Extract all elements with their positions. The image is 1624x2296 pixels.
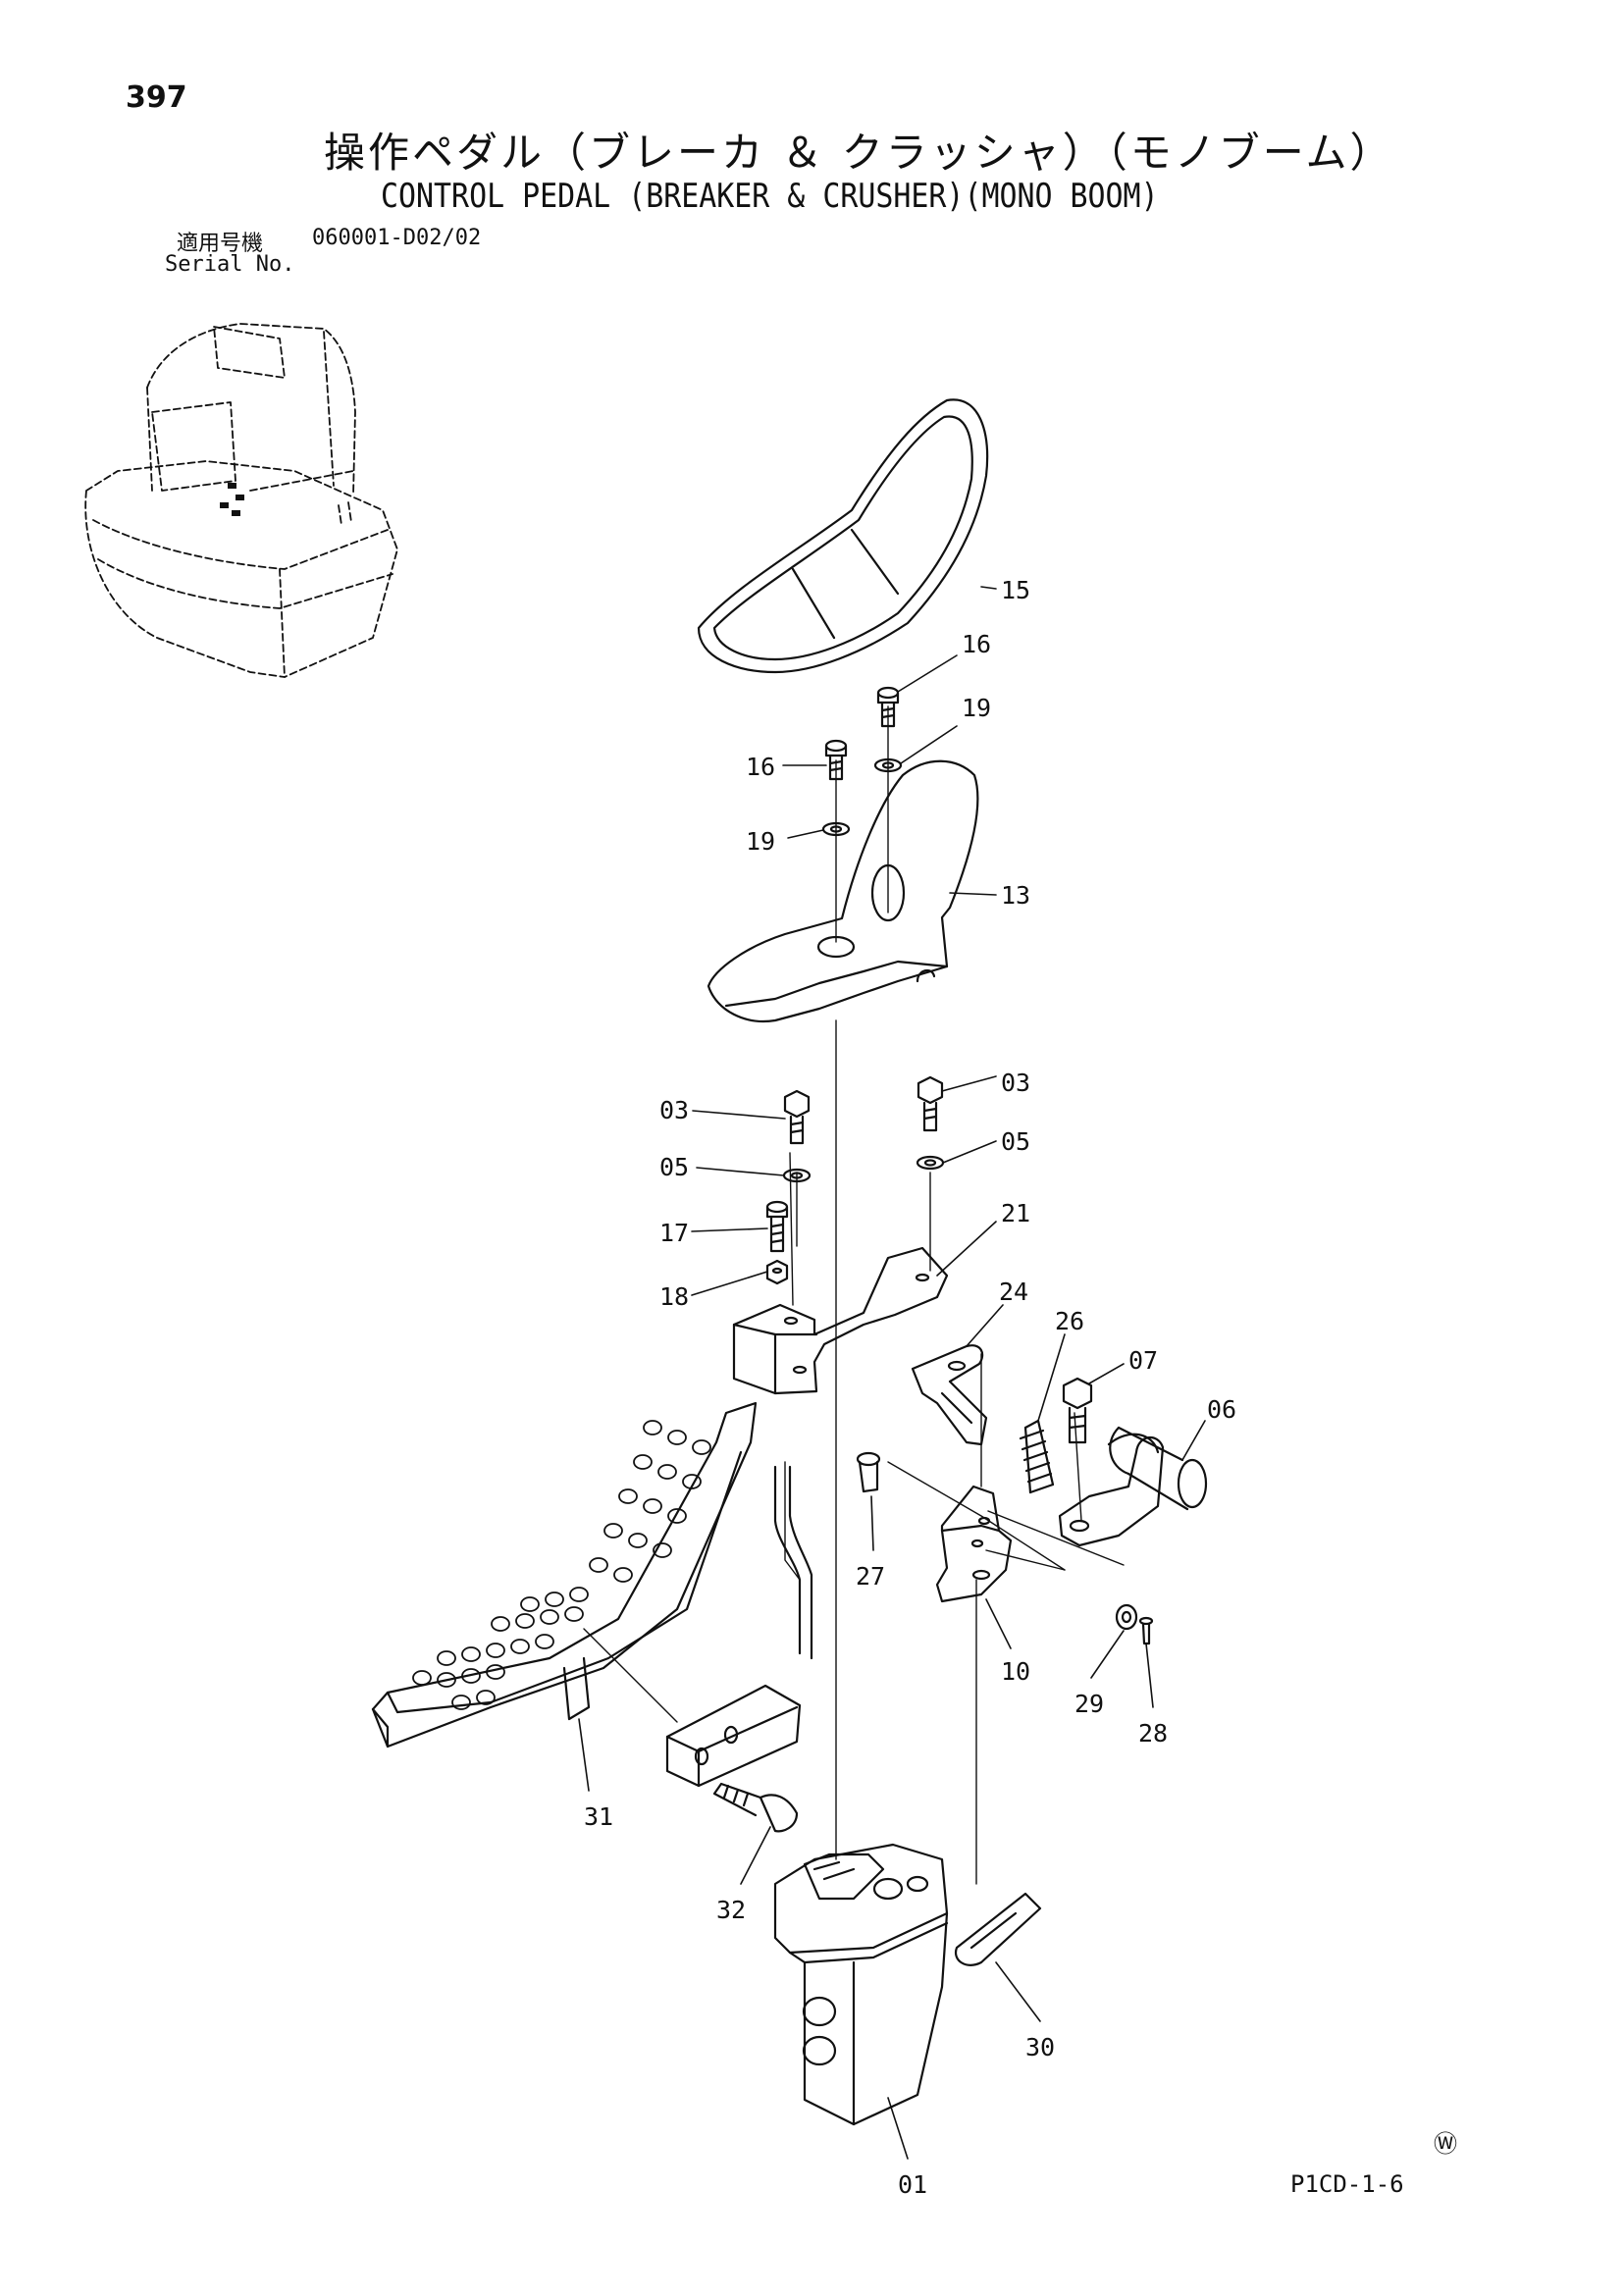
callout-24: 24 bbox=[999, 1278, 1028, 1306]
title-english: CONTROL PEDAL (BREAKER & CRUSHER)(MONO B… bbox=[381, 177, 1159, 216]
part-28-screw bbox=[1138, 1616, 1154, 1645]
page-number: 397 bbox=[126, 80, 187, 115]
callout-leaders bbox=[578, 586, 1206, 2160]
assembly-guide-lines bbox=[583, 705, 1125, 1885]
part-27-pin bbox=[856, 1451, 881, 1493]
callout-17: 17 bbox=[659, 1219, 689, 1247]
callout-05: 05 bbox=[659, 1153, 689, 1181]
callout-19: 19 bbox=[962, 694, 991, 722]
callout-01: 01 bbox=[898, 2170, 927, 2199]
part-30-clip bbox=[954, 1892, 1042, 1966]
part-15-cover bbox=[697, 398, 989, 674]
callout-31: 31 bbox=[584, 1802, 613, 1831]
part-26-spring bbox=[1019, 1419, 1055, 1494]
callout-15: 15 bbox=[1001, 576, 1030, 604]
callout-30: 30 bbox=[1025, 2033, 1055, 2061]
callout-05: 05 bbox=[1001, 1127, 1030, 1156]
page-reference: P1CD-1-6 bbox=[1290, 2170, 1404, 2198]
callout-28: 28 bbox=[1138, 1719, 1168, 1748]
callout-29: 29 bbox=[1074, 1690, 1104, 1718]
part-24-bracket bbox=[911, 1344, 988, 1446]
manufacturer-mark: Ⓦ bbox=[1434, 2130, 1457, 2158]
callout-03: 03 bbox=[1001, 1069, 1030, 1097]
title-japanese: 操作ペダル（ブレーカ ＆ クラッシャ）（モノブーム） bbox=[324, 129, 1394, 177]
part-10-lever bbox=[935, 1485, 1013, 1603]
part-03-bolt-left bbox=[783, 1089, 811, 1145]
callout-26: 26 bbox=[1055, 1307, 1084, 1335]
part-01-pilot-valve bbox=[773, 1843, 949, 2126]
part-13-pedal-plate bbox=[707, 759, 979, 1023]
part-07-bolt bbox=[1062, 1377, 1093, 1444]
part-32-bolt bbox=[712, 1782, 799, 1833]
serial-value: 060001-D02/02 bbox=[312, 226, 482, 250]
part-05-washer-right bbox=[916, 1155, 945, 1171]
part-03-bolt-right bbox=[917, 1075, 944, 1132]
part-18-nut bbox=[765, 1259, 789, 1285]
callout-19: 19 bbox=[746, 827, 775, 856]
serial-label-japanese: 適用号機 bbox=[177, 232, 264, 256]
serial-label-english: Serial No. bbox=[165, 252, 295, 277]
callout-10: 10 bbox=[1001, 1657, 1030, 1686]
part-06-shaft-bracket bbox=[1058, 1426, 1208, 1547]
callout-06: 06 bbox=[1207, 1395, 1236, 1424]
callout-21: 21 bbox=[1001, 1199, 1030, 1227]
callout-16: 16 bbox=[962, 630, 991, 658]
machine-location-sketch bbox=[84, 323, 398, 678]
part-29-washer bbox=[1115, 1603, 1138, 1631]
part-21-bracket bbox=[732, 1246, 949, 1395]
callout-32: 32 bbox=[716, 1896, 746, 1924]
part-31-foot-pedal bbox=[371, 1401, 813, 1788]
callout-03: 03 bbox=[659, 1096, 689, 1124]
callout-27: 27 bbox=[856, 1562, 885, 1591]
callout-labels: 15 16 19 16 19 13 03 03 05 05 21 17 18 2… bbox=[584, 576, 1236, 2199]
callout-07: 07 bbox=[1128, 1346, 1158, 1375]
callout-18: 18 bbox=[659, 1282, 689, 1311]
part-17-bolt bbox=[765, 1200, 789, 1253]
pedal-grip-studs bbox=[412, 1420, 711, 1710]
callout-16: 16 bbox=[746, 753, 775, 781]
pedal-location-marker bbox=[220, 483, 244, 516]
callout-13: 13 bbox=[1001, 881, 1030, 910]
